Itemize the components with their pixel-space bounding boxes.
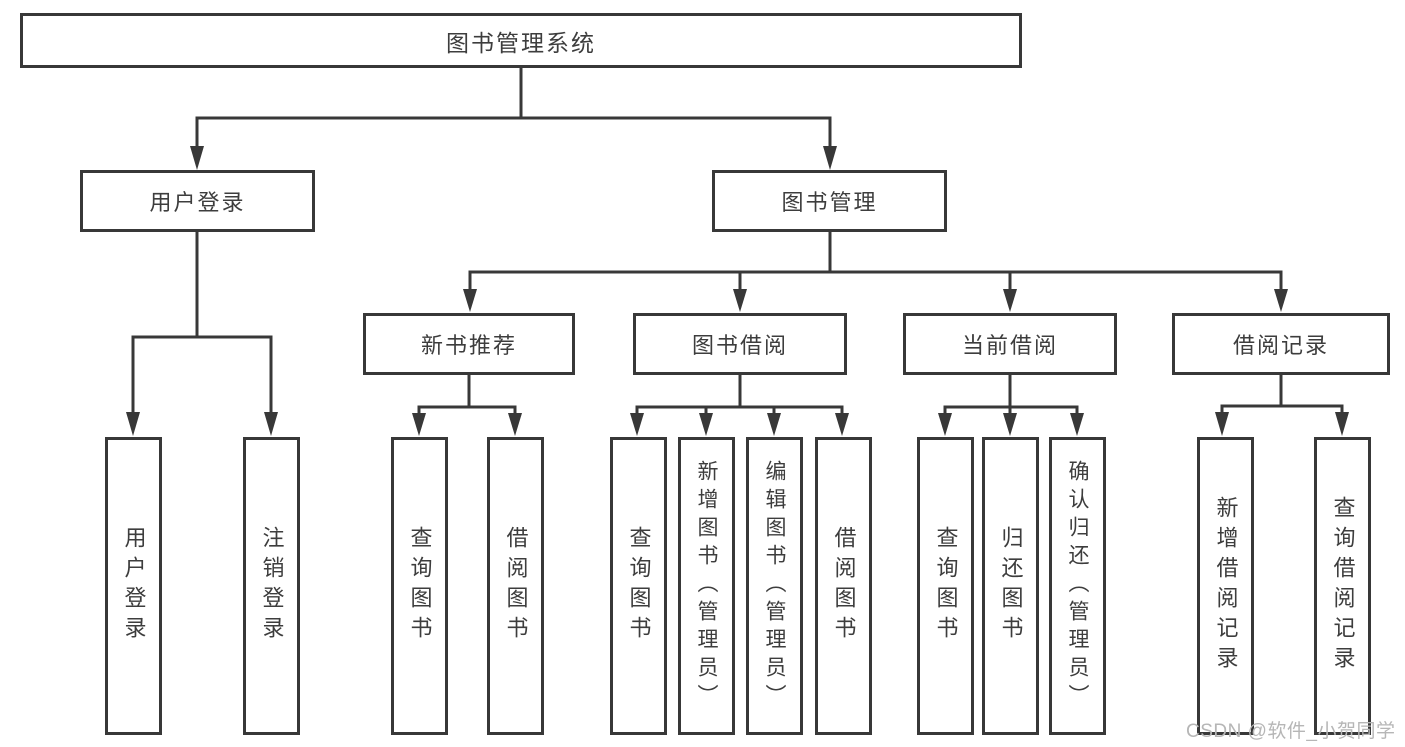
node-label: 图书管理系统 xyxy=(446,29,596,56)
leaf-query-books-recommend: 查询图书 xyxy=(391,437,448,735)
leaf-label: 新增借阅记录 xyxy=(1213,496,1239,676)
leaf-label: 查询图书 xyxy=(626,526,652,646)
node-label: 图书管理 xyxy=(781,190,878,215)
leaf-return-books: 归还图书 xyxy=(982,437,1039,735)
leaf-label: 借阅图书 xyxy=(831,526,857,646)
csdn-watermark: CSDN @软件_小贺同学 xyxy=(1186,721,1396,742)
leaf-confirm-return-admin: 确认归还（管理员） xyxy=(1049,437,1106,735)
leaf-label: 确认归还（管理员） xyxy=(1066,460,1089,712)
leaf-label: 用户登录 xyxy=(121,526,147,646)
node-book-management: 图书管理 xyxy=(712,170,947,232)
node-current-borrowing: 当前借阅 xyxy=(903,313,1117,375)
leaf-label: 查询借阅记录 xyxy=(1330,496,1356,676)
leaf-label: 查询图书 xyxy=(933,526,959,646)
leaf-label: 查询图书 xyxy=(407,526,433,646)
leaf-edit-book-admin: 编辑图书（管理员） xyxy=(746,437,803,735)
leaf-query-books-borrow: 查询图书 xyxy=(610,437,667,735)
node-user-login: 用户登录 xyxy=(80,170,315,232)
leaf-query-books-current: 查询图书 xyxy=(917,437,974,735)
node-label: 当前借阅 xyxy=(961,333,1058,358)
node-borrow-records: 借阅记录 xyxy=(1172,313,1390,375)
leaf-logout: 注销登录 xyxy=(243,437,300,735)
leaf-user-login: 用户登录 xyxy=(105,437,162,735)
leaf-add-borrow-record: 新增借阅记录 xyxy=(1197,437,1254,735)
leaf-label: 归还图书 xyxy=(998,526,1024,646)
leaf-label: 注销登录 xyxy=(259,526,285,646)
arrowheads xyxy=(126,146,1349,436)
leaf-label: 编辑图书（管理员） xyxy=(763,460,786,712)
node-library-management-system: 图书管理系统 xyxy=(20,13,1022,68)
leaf-borrow-books-borrow: 借阅图书 xyxy=(815,437,872,735)
node-label: 借阅记录 xyxy=(1232,333,1329,358)
leaf-query-borrow-record: 查询借阅记录 xyxy=(1314,437,1371,735)
node-label: 新书推荐 xyxy=(420,333,517,358)
leaf-label: 新增图书（管理员） xyxy=(695,460,718,712)
node-book-borrowing: 图书借阅 xyxy=(633,313,847,375)
node-new-book-recommend: 新书推荐 xyxy=(363,313,575,375)
leaf-label: 借阅图书 xyxy=(503,526,529,646)
node-label: 图书借阅 xyxy=(691,333,788,358)
node-label: 用户登录 xyxy=(149,190,246,215)
leaf-add-book-admin: 新增图书（管理员） xyxy=(678,437,735,735)
leaf-borrow-books-recommend: 借阅图书 xyxy=(487,437,544,735)
